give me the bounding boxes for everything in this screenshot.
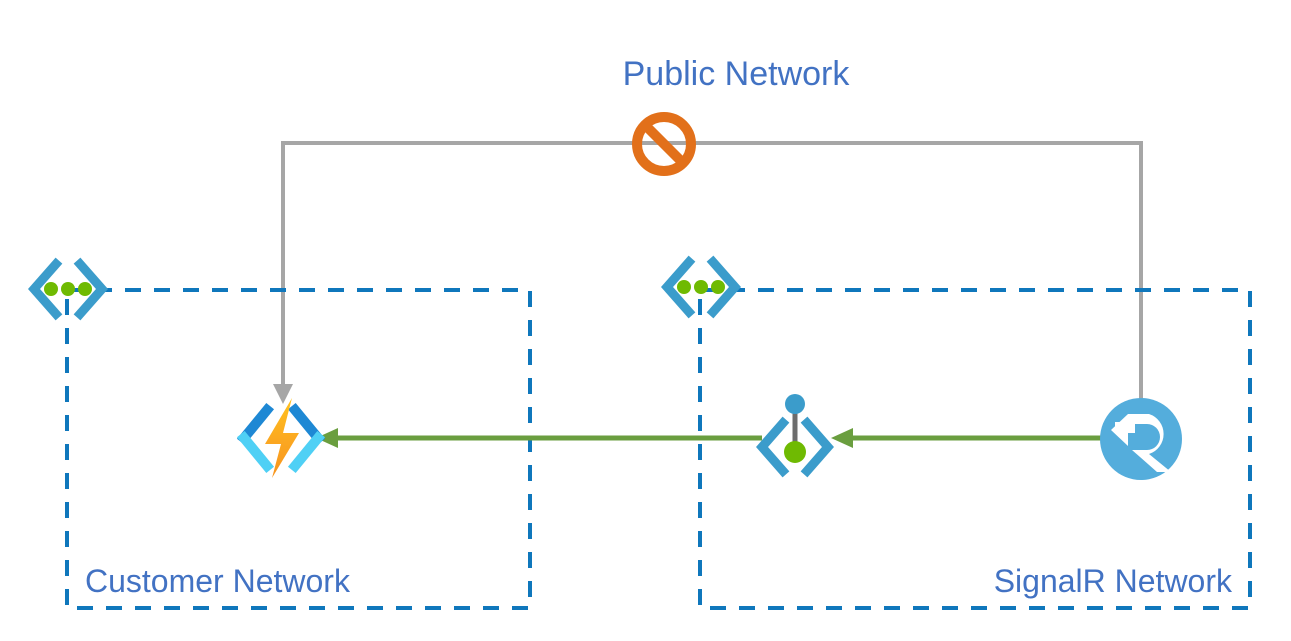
zone-signalr-network: SignalR Network xyxy=(698,288,1252,610)
vnet-right-bracket xyxy=(706,255,741,319)
connection-signalr-to-private-endpoint xyxy=(831,428,1105,448)
page-title: Public Network xyxy=(623,55,851,93)
private-endpoint-icon xyxy=(756,394,834,478)
vnet-left-bracket xyxy=(661,255,696,319)
connection-private-endpoint-to-function xyxy=(316,428,762,448)
customer-network-boundary xyxy=(65,288,532,610)
signalr-service-icon xyxy=(1100,398,1182,480)
virtual-network-icon-signalr xyxy=(661,255,741,319)
endpoint-top-dot xyxy=(785,394,805,414)
function-left-bracket-lower xyxy=(236,430,275,474)
customer-network-label: Customer Network xyxy=(85,563,351,599)
vnet-right-bracket xyxy=(73,257,108,321)
function-right-bracket-upper xyxy=(287,402,326,446)
vnet-dot-2 xyxy=(694,280,708,294)
endpoint-to-function-arrowhead xyxy=(316,428,338,448)
function-left-bracket-upper xyxy=(236,402,275,446)
vnet-dot-1 xyxy=(44,282,58,296)
no-entry-icon xyxy=(632,112,696,176)
virtual-network-icon-customer xyxy=(28,257,108,321)
no-entry-slash xyxy=(641,121,687,167)
azure-function-icon xyxy=(236,398,326,478)
zone-customer-network: Customer Network xyxy=(65,288,532,610)
function-lightning-bolt xyxy=(265,398,299,478)
public-network-line xyxy=(281,141,1143,418)
signalr-network-boundary xyxy=(698,288,1252,610)
signalr-network-label: SignalR Network xyxy=(994,563,1233,599)
function-right-bracket-lower xyxy=(287,430,326,474)
signalr-glyph-arrow-stem xyxy=(1115,422,1135,433)
public-network-arrowhead xyxy=(273,384,293,404)
endpoint-bottom-dot xyxy=(784,441,806,463)
connection-public-network-blocked xyxy=(273,141,1143,418)
vnet-left-bracket xyxy=(28,257,63,321)
no-entry-circle xyxy=(632,112,696,176)
vnet-dot-2 xyxy=(61,282,75,296)
vnet-dot-1 xyxy=(677,280,691,294)
signalr-circle xyxy=(1100,398,1182,480)
endpoint-right-bracket xyxy=(800,416,834,478)
signalr-glyph-r xyxy=(1128,414,1171,472)
vnet-dot-3 xyxy=(711,280,725,294)
signalr-to-endpoint-arrowhead xyxy=(831,428,853,448)
vnet-dot-3 xyxy=(78,282,92,296)
endpoint-left-bracket xyxy=(756,416,790,478)
